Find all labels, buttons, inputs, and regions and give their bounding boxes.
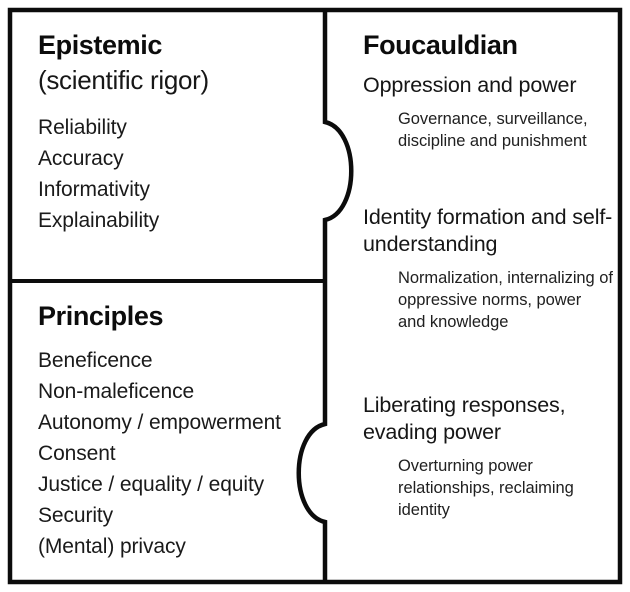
foucauldian-group-identity: Identity formation and self-understandin… [363, 204, 613, 333]
panel-epistemic: Epistemic (scientific rigor) Reliability… [8, 8, 325, 280]
group-heading: Liberating responses, evading power [363, 393, 566, 444]
group-heading: Oppression and power [363, 73, 577, 97]
principles-title: Principles [38, 301, 164, 331]
list-item: Autonomy / empowerment [38, 411, 281, 434]
panel-foucauldian: Foucauldian Oppression and power Governa… [329, 8, 622, 580]
principles-list: Beneficence Non-maleficence Autonomy / e… [38, 345, 281, 562]
epistemic-subtitle: (scientific rigor) [38, 65, 209, 95]
list-item: Beneficence [38, 349, 153, 372]
list-item: Reliability [38, 116, 127, 139]
foucauldian-group-oppression: Oppression and power Governance, surveil… [363, 72, 613, 152]
group-detail: Governance, surveillance, discipline and… [398, 110, 588, 150]
list-item: (Mental) privacy [38, 535, 186, 558]
group-detail: Overturning power relationships, reclaim… [398, 457, 574, 519]
list-item: Explainability [38, 209, 160, 232]
foucauldian-group-liberating: Liberating responses, evading power Over… [363, 392, 613, 521]
list-item: Justice / equality / equity [38, 473, 265, 496]
epistemic-list: Reliability Accuracy Informativity Expla… [38, 112, 159, 236]
list-item: Consent [38, 442, 116, 465]
epistemic-title: Epistemic [38, 30, 162, 60]
list-item: Non-maleficence [38, 380, 195, 403]
group-detail: Normalization, internalizing of oppressi… [398, 269, 613, 331]
panel-principles: Principles Beneficence Non-maleficence A… [8, 283, 325, 580]
list-item: Accuracy [38, 147, 124, 170]
list-item: Security [38, 504, 114, 527]
foucauldian-title: Foucauldian [363, 30, 518, 60]
group-heading: Identity formation and self-understandin… [363, 205, 613, 256]
list-item: Informativity [38, 178, 150, 201]
